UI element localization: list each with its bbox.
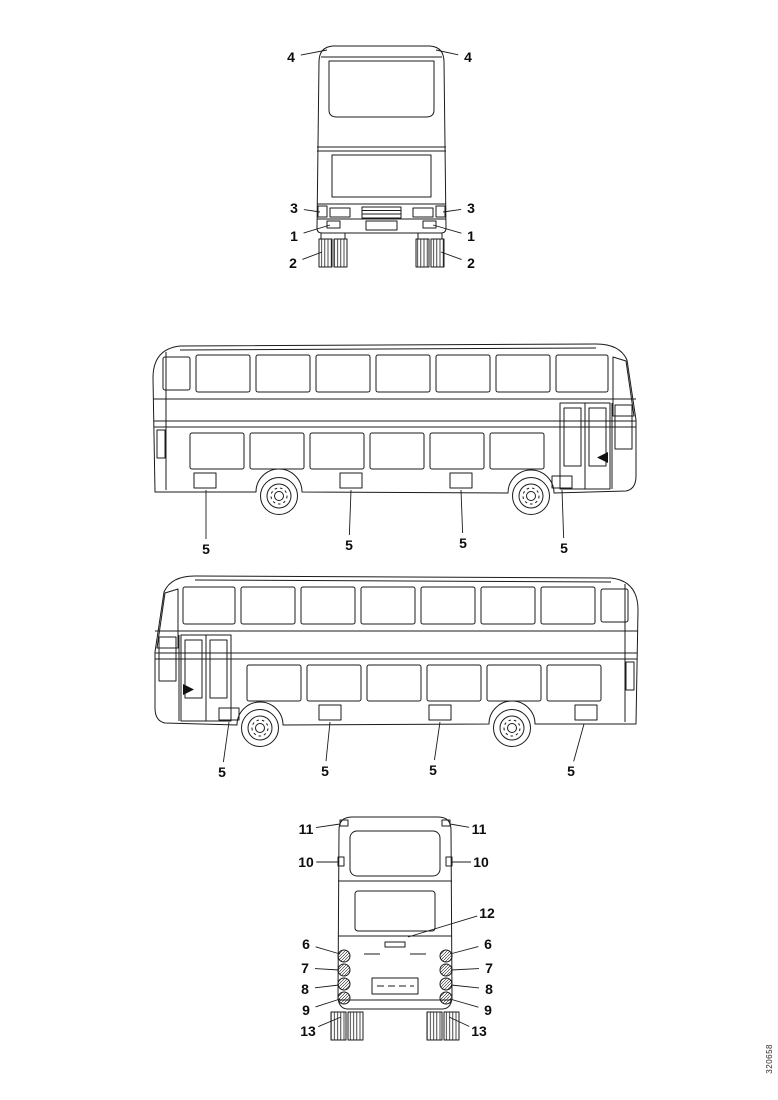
callout-leader [303, 209, 321, 213]
rear-wheels [330, 1011, 460, 1041]
callout-label-5: 5 [216, 764, 228, 780]
callout-leader [450, 968, 480, 971]
callout-leader [302, 251, 323, 260]
callout-label-10: 10 [296, 854, 316, 870]
callout-leader [325, 721, 331, 762]
lower-windscreen [331, 154, 432, 198]
callout-leader [314, 984, 340, 989]
callout-leader [222, 721, 230, 763]
top-marker-lamp-right [441, 819, 451, 827]
callout-leader [448, 1016, 471, 1028]
callout-leader [449, 946, 479, 955]
callout-label-5: 5 [558, 540, 570, 556]
callout-leader [573, 723, 585, 762]
callout-label-5: 5 [319, 763, 331, 779]
callout-label-6: 6 [482, 936, 494, 952]
callout-leader [460, 489, 464, 534]
front-license-plate [365, 220, 398, 231]
upper-rear-window [349, 830, 441, 877]
callout-label-12: 12 [477, 905, 497, 921]
callout-label-5: 5 [427, 762, 439, 778]
rear-view [330, 816, 460, 1041]
callout-label-7: 7 [483, 960, 495, 976]
callout-label-13: 13 [469, 1023, 489, 1039]
callout-label-7: 7 [299, 960, 311, 976]
callout-leader [449, 823, 470, 828]
callout-leader [433, 721, 441, 761]
side-marker-left [337, 856, 345, 867]
callout-label-9: 9 [482, 1002, 494, 1018]
callout-leader [440, 251, 462, 260]
rear-license-plate [371, 977, 419, 995]
callout-leader [442, 208, 462, 213]
callout-label-5: 5 [200, 541, 212, 557]
callout-leader [303, 224, 331, 234]
callout-label-3: 3 [288, 200, 300, 216]
callout-leader [348, 489, 352, 536]
callout-leader [435, 49, 459, 56]
callout-leader [300, 49, 328, 56]
callout-leader [450, 984, 480, 989]
callout-leader [449, 998, 479, 1008]
callout-label-4: 4 [462, 49, 474, 65]
callout-label-4: 4 [285, 49, 297, 65]
sheet-code: 320658 [765, 1044, 774, 1074]
upper-windscreen [328, 60, 435, 118]
callout-label-13: 13 [298, 1023, 318, 1039]
top-marker-lamp-left [339, 819, 349, 827]
callout-label-2: 2 [287, 255, 299, 271]
callout-leader [432, 224, 462, 234]
callout-leader [407, 915, 478, 938]
callout-label-2: 2 [465, 255, 477, 271]
callout-label-9: 9 [300, 1002, 312, 1018]
callout-label-8: 8 [483, 981, 495, 997]
callout-leader [315, 823, 341, 828]
callout-leader [314, 968, 340, 971]
callout-label-5: 5 [343, 537, 355, 553]
rear-lamp-cluster-left [337, 949, 351, 1005]
callout-label-5: 5 [565, 763, 577, 779]
front-view [316, 45, 447, 268]
callout-label-1: 1 [465, 228, 477, 244]
front-wheels [318, 238, 445, 268]
callout-leader [317, 1016, 342, 1028]
headlight-right [412, 207, 434, 218]
callout-label-1: 1 [288, 228, 300, 244]
callout-label-6: 6 [300, 936, 312, 952]
headlight-left [329, 207, 351, 218]
callout-label-11: 11 [296, 821, 316, 837]
side-marker-right [445, 856, 453, 867]
callout-label-11: 11 [469, 821, 489, 837]
lower-rear-window [354, 890, 436, 932]
callout-leader [315, 998, 341, 1008]
callout-label-3: 3 [465, 200, 477, 216]
callout-label-5: 5 [457, 535, 469, 551]
callout-label-8: 8 [299, 981, 311, 997]
callout-leader [315, 946, 341, 955]
callout-leader [561, 489, 565, 539]
callout-label-10: 10 [471, 854, 491, 870]
